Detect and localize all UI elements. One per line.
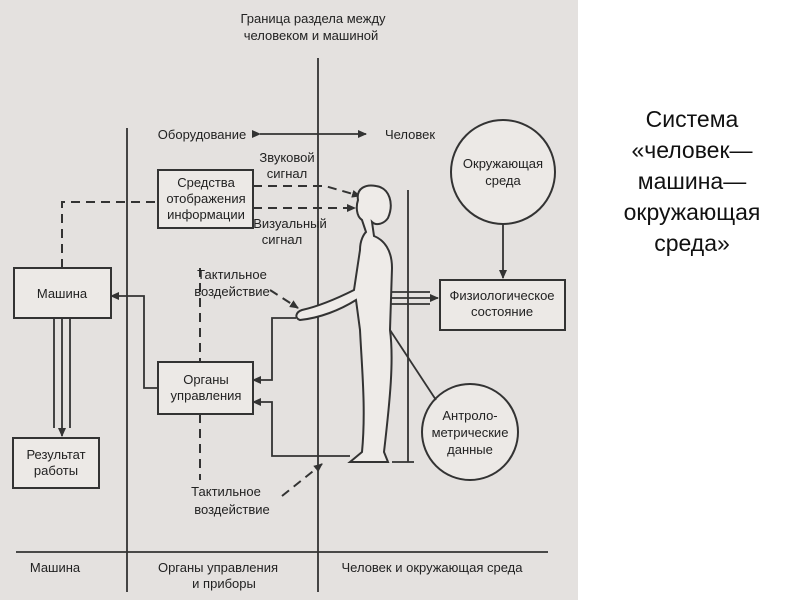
physio-label-2: состояние bbox=[471, 304, 533, 319]
environment-circle bbox=[450, 119, 556, 225]
controls-label-1: Органы bbox=[183, 372, 229, 387]
display-box bbox=[157, 169, 254, 229]
result-label-2: работы bbox=[34, 463, 78, 478]
slide-title-line-2: «человек— bbox=[631, 137, 753, 163]
result-label-1: Результат bbox=[26, 447, 85, 462]
machine-box bbox=[13, 267, 112, 319]
slide-title: Система «человек— машина— окружающая сре… bbox=[592, 104, 792, 259]
slide-title-line-3: машина— bbox=[637, 168, 747, 194]
anthropo-circle bbox=[421, 383, 519, 481]
tactile-bottom-label-1: Тактильное bbox=[191, 484, 261, 499]
display-box-label-3: информации bbox=[167, 207, 245, 222]
tactile-top-label-2: воздействие bbox=[194, 284, 269, 299]
machine-to-display-line bbox=[61, 201, 158, 268]
bottom-machine-label: Машина bbox=[30, 560, 81, 575]
bottom-controls-label-2: и приборы bbox=[192, 576, 256, 591]
slide-title-line-1: Система bbox=[645, 106, 739, 132]
slide-title-line-5: среда» bbox=[654, 230, 730, 256]
physio-box bbox=[439, 279, 566, 331]
visual-signal-label-1: Визуальный bbox=[253, 216, 326, 231]
anthropo-label-1: Антроло- bbox=[442, 408, 497, 423]
result-box bbox=[12, 437, 100, 489]
slide-title-line-4: окружающая bbox=[623, 199, 761, 225]
anthropo-label-3: данные bbox=[447, 442, 493, 457]
sound-signal-label-1: Звуковой bbox=[259, 150, 314, 165]
tactile-bottom-label-2: воздействие bbox=[194, 502, 269, 517]
visual-signal-label-2: сигнал bbox=[262, 232, 303, 247]
display-box-label-1: Средства bbox=[177, 175, 235, 190]
foot-to-controls-line bbox=[252, 398, 350, 457]
machine-label: Машина bbox=[37, 286, 88, 301]
environment-label-1: Окружающая bbox=[463, 156, 543, 171]
anthropo-label-2: метрические bbox=[432, 425, 509, 440]
boundary-title-line-2: человеком и машиной bbox=[244, 28, 379, 43]
person-figure bbox=[295, 184, 394, 463]
tactile-top-arrow bbox=[269, 289, 299, 309]
equipment-label: Оборудование bbox=[158, 127, 246, 142]
human-machine-diagram: Граница раздела между человеком и машино… bbox=[12, 11, 566, 592]
sound-signal-line bbox=[253, 185, 361, 198]
display-box-label-2: отображения bbox=[166, 191, 245, 206]
controls-label-2: управления bbox=[171, 388, 242, 403]
bottom-human-label: Человек и окружающая среда bbox=[342, 560, 524, 575]
person-label: Человек bbox=[385, 127, 435, 142]
environment-label-2: среда bbox=[485, 173, 521, 188]
tactile-top-label-1: Тактильное bbox=[197, 267, 267, 282]
anthropo-link-line bbox=[389, 329, 437, 401]
physio-label-1: Физиологическое bbox=[449, 288, 554, 303]
bottom-controls-label-1: Органы управления bbox=[158, 560, 278, 575]
controls-box bbox=[157, 361, 254, 415]
hand-to-controls-line bbox=[252, 317, 296, 384]
controls-to-machine-line bbox=[110, 292, 158, 389]
tactile-bottom-arrow bbox=[281, 463, 323, 497]
boundary-title-line-1: Граница раздела между bbox=[240, 11, 386, 26]
sound-signal-label-2: сигнал bbox=[267, 166, 308, 181]
